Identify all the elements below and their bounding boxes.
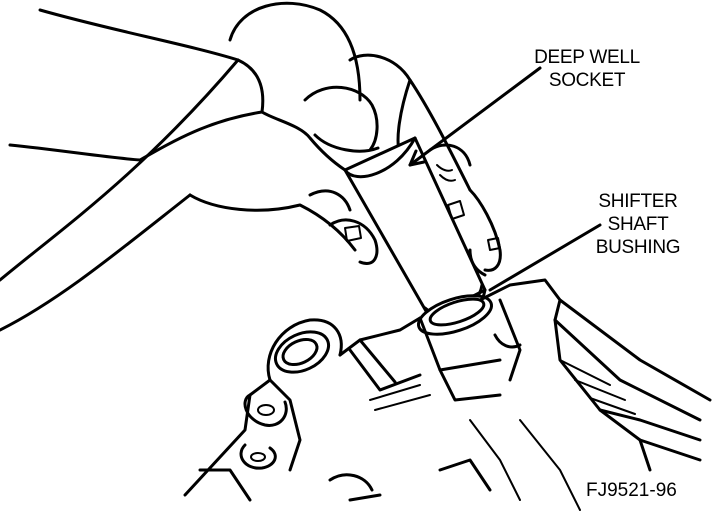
transmission-housing [183,278,712,511]
deep-well-socket-label-line1: DEEP WELL [534,47,640,68]
figure-id: FJ9521-96 [586,480,677,501]
shifter-shaft-bushing-label-line2: SHAFT [607,214,669,235]
left-arm [0,8,265,332]
socket-leader [408,66,542,167]
socket-arrowhead [408,149,426,167]
shifter-shaft-bushing [417,294,493,336]
leader-lines [408,66,602,292]
deep-well-socket-label: DEEP WELL SOCKET [522,46,652,92]
deep-well-socket-label-line2: SOCKET [548,70,626,91]
bushing-leader [488,223,602,292]
lower-hand [188,188,502,277]
upper-hand [228,1,472,220]
shifter-shaft-bushing-label: SHIFTER SHAFT BUSHING [578,190,698,259]
shifter-shaft-bushing-label-line3: BUSHING [595,237,681,258]
shifter-shaft-bushing-label-line1: SHIFTER [598,191,678,212]
